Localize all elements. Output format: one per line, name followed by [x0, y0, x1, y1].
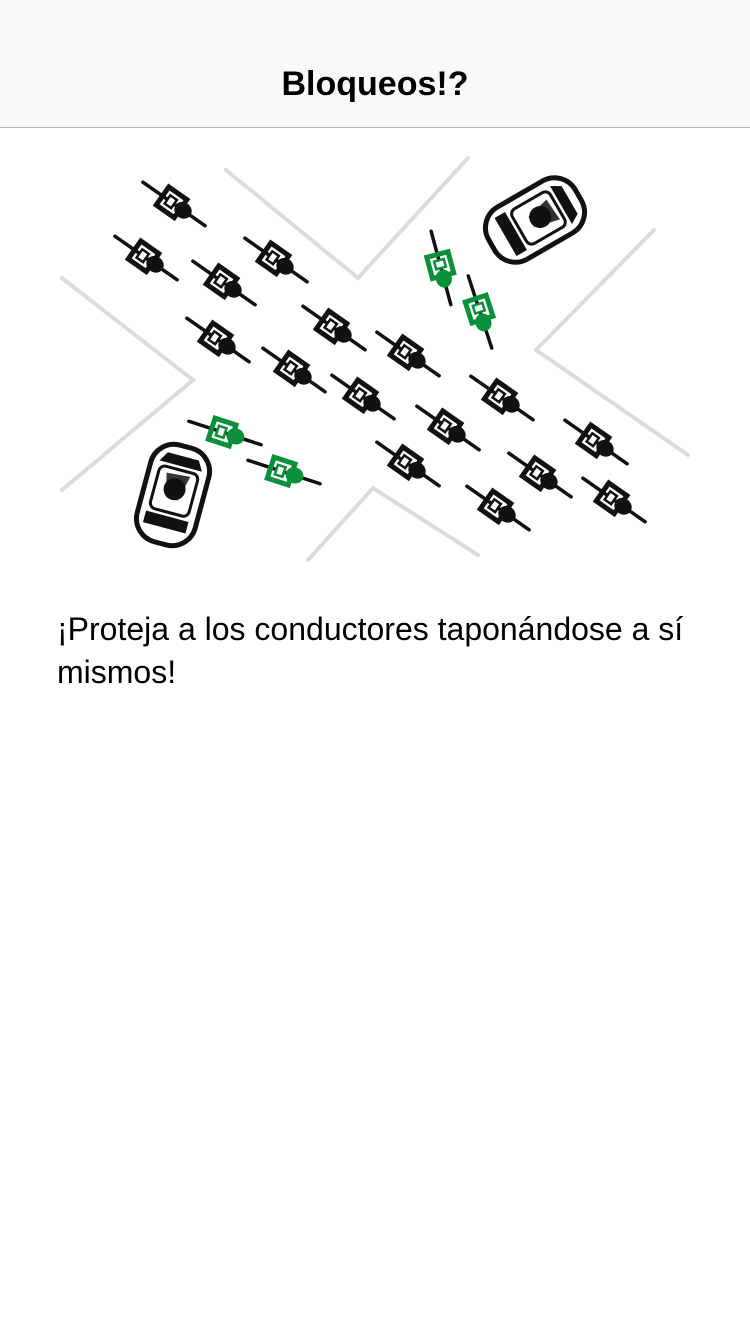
- cyclist-black: [187, 252, 262, 314]
- road-outline: [60, 156, 690, 562]
- cyclist-black: [371, 433, 446, 495]
- navigation-bar: Bloqueos!?: [0, 0, 750, 128]
- cyclist-green: [244, 450, 323, 494]
- cyclist-black: [257, 339, 332, 401]
- page-title: Bloqueos!?: [281, 65, 469, 103]
- cyclist-black: [461, 477, 536, 539]
- cyclist-black: [577, 469, 652, 531]
- cyclists-intersection-illustration: [60, 156, 690, 562]
- cyclist-black: [181, 309, 256, 371]
- cyclist-black: [411, 397, 486, 459]
- car-bottom-left: [131, 439, 215, 551]
- cyclist-black: [326, 366, 401, 428]
- car-top-right: [477, 169, 594, 271]
- cyclist-black: [559, 411, 634, 473]
- cyclist-green: [458, 272, 502, 351]
- cyclist-green: [421, 228, 462, 307]
- cyclist-black: [465, 367, 540, 429]
- cyclist-black: [137, 173, 212, 235]
- message-text: ¡Proteja a los conductores taponándose a…: [57, 611, 684, 690]
- cyclist-black: [371, 323, 446, 385]
- cyclist-black: [297, 297, 372, 359]
- cyclist-black: [109, 227, 184, 289]
- cyclist-black: [239, 229, 314, 291]
- cyclist-black: [503, 444, 578, 506]
